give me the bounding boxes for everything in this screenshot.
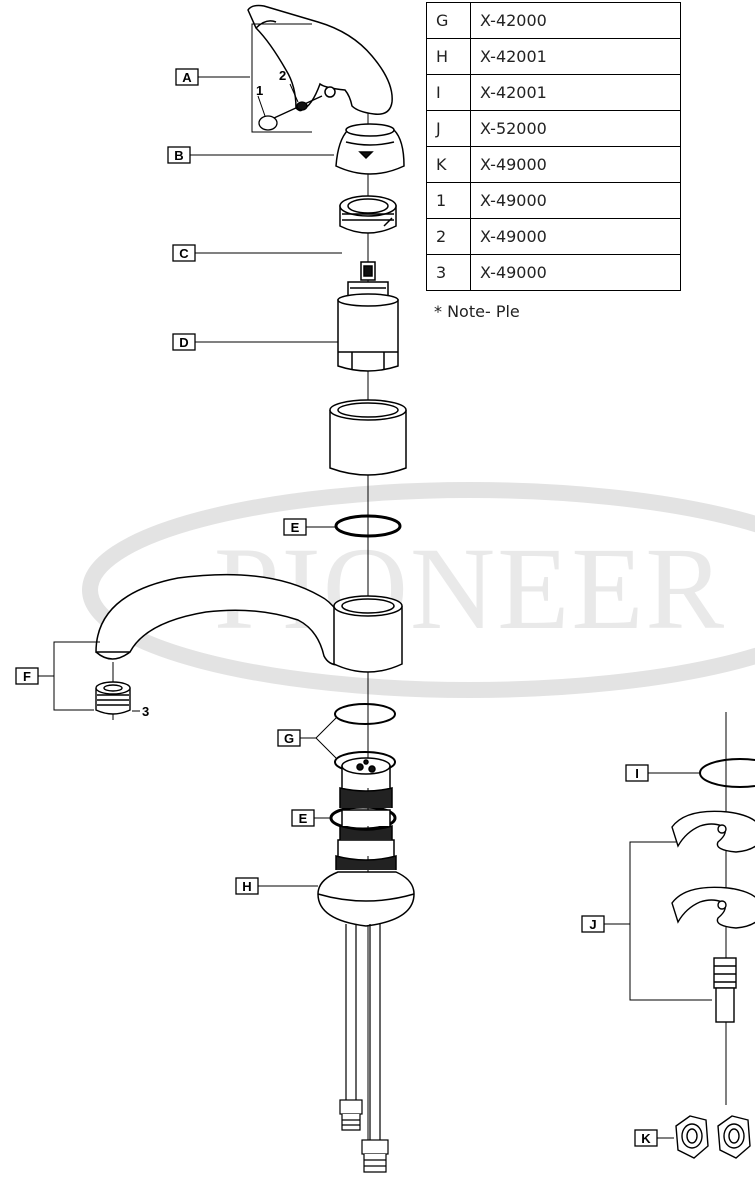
callout-box-e-top: E: [283, 518, 307, 536]
svg-text:D: D: [179, 335, 188, 350]
callout-f-bracket: [38, 641, 140, 712]
part-number-cell: X-49000: [470, 146, 681, 183]
svg-text:I: I: [635, 766, 639, 781]
handle-screws: [258, 95, 323, 131]
table-note: * Note- Ple: [434, 302, 520, 321]
callout-box-d: D: [172, 333, 196, 351]
callout-box-a: A: [175, 68, 199, 86]
pioneer-watermark: PIONEER: [82, 482, 755, 698]
part-sleeve: [329, 399, 407, 476]
callout-box-i: I: [625, 764, 649, 782]
callout-box-k: K: [634, 1129, 658, 1147]
svg-text:B: B: [174, 148, 183, 163]
part-cap: [335, 123, 405, 175]
callout-number-1: 1: [256, 83, 263, 98]
callout-leader-lines: [190, 154, 342, 887]
part-letter-cell: K: [426, 146, 471, 183]
part-number-cell: X-42001: [470, 74, 681, 111]
part-number-cell: X-49000: [470, 218, 681, 255]
callout-box-h: H: [235, 877, 259, 895]
callout-box-f: F: [15, 667, 39, 685]
part-number-cell: X-49000: [470, 254, 681, 291]
callout-number-2: 2: [279, 68, 286, 83]
part-o-ring-large: [648, 758, 755, 788]
svg-text:C: C: [179, 246, 189, 261]
part-base-assembly: [317, 757, 415, 927]
svg-text:A: A: [182, 70, 192, 85]
svg-text:K: K: [641, 1131, 651, 1146]
part-compression-nuts: [657, 1115, 751, 1159]
svg-text:E: E: [299, 811, 308, 826]
part-letter-cell: G: [426, 2, 471, 39]
part-handle: [247, 4, 393, 115]
part-aerator: [95, 681, 131, 715]
callout-a-bracket: [198, 23, 312, 133]
callout-box-b: B: [167, 146, 191, 164]
callout-number-3: 3: [142, 704, 149, 719]
part-o-ring-top: [334, 514, 402, 538]
part-clips: [671, 810, 755, 929]
svg-text:E: E: [291, 520, 300, 535]
callout-box-e-bottom: E: [291, 809, 315, 827]
part-number-cell: X-52000: [470, 110, 681, 147]
callout-j-bracket: [604, 841, 712, 1001]
part-letter-cell: J: [426, 110, 471, 147]
part-nut: [339, 195, 397, 234]
callout-labels: A B C D E F G E H I J K: [15, 68, 658, 1147]
svg-text:H: H: [242, 879, 251, 894]
part-letter-cell: H: [426, 38, 471, 75]
part-letter-cell: 3: [426, 254, 471, 291]
svg-text:J: J: [589, 917, 596, 932]
callout-box-j: J: [581, 915, 605, 933]
part-letter-cell: 1: [426, 182, 471, 219]
part-cartridge: [337, 261, 399, 372]
callout-box-g: G: [277, 729, 301, 747]
part-number-cell: X-42001: [470, 38, 681, 75]
part-letter-cell: I: [426, 74, 471, 111]
callout-box-c: C: [172, 244, 196, 262]
part-number-cell: X-49000: [470, 182, 681, 219]
part-number-cell: X-42000: [470, 2, 681, 39]
part-adapter: [713, 957, 737, 1023]
part-supply-tubes: [339, 924, 389, 1173]
part-spout-body: [95, 573, 403, 673]
svg-text:G: G: [284, 731, 294, 746]
callout-g-bracket: [300, 717, 337, 759]
part-letter-cell: 2: [426, 218, 471, 255]
svg-text:F: F: [23, 669, 31, 684]
